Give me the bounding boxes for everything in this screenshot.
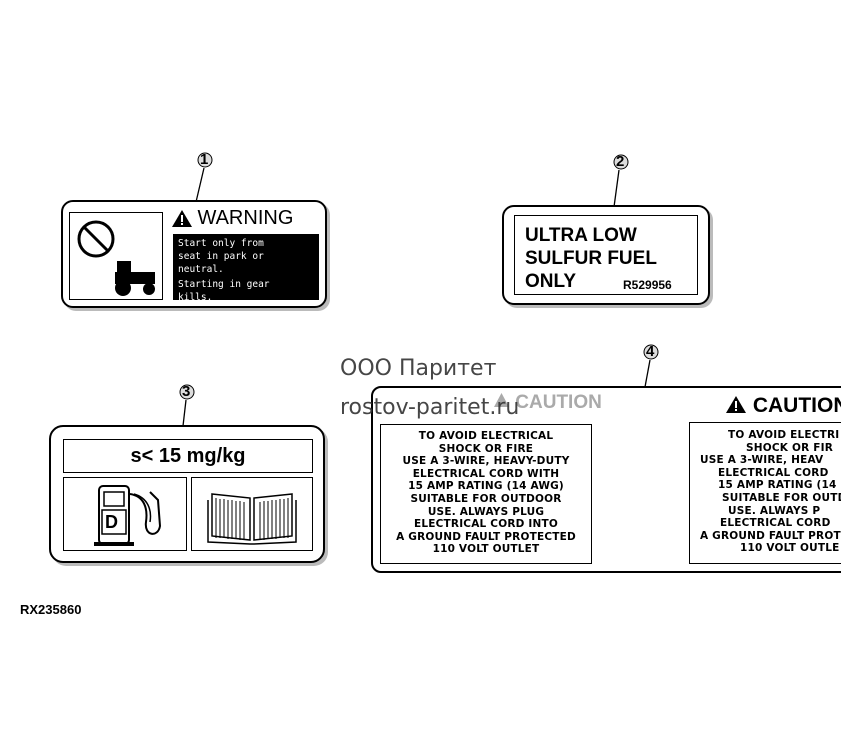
caution-right-line-10: 110 VOLT OUTLE: [740, 542, 840, 555]
caution-left-line-9: A GROUND FAULT PROTECTED: [396, 530, 576, 543]
warning-title-row: WARNING: [171, 208, 293, 228]
fuel-decal-inner: ULTRA LOW SULFUR FUEL ONLY R529956: [514, 215, 698, 295]
warning-line-5: kills.: [178, 292, 213, 303]
caution-left-line-7: USE. ALWAYS PLUG: [427, 505, 545, 518]
diesel-letter: D: [105, 512, 118, 532]
fuel-line-2: SULFUR FUEL: [525, 248, 657, 269]
fuel-pump-icon: [94, 485, 162, 546]
leader-line-2: [613, 169, 620, 208]
warning-line-2: seat in park or: [178, 251, 264, 262]
caution-right-line-8: ELECTRICAL CORD: [720, 517, 831, 530]
caution-left-line-5: 15 AMP RATING (14 AWG): [408, 480, 564, 493]
warning-message-box: Start only from seat in park or neutral.…: [173, 234, 319, 303]
caution-left-line-8: ELECTRICAL CORD INTO: [414, 518, 558, 531]
callout-1: 1: [200, 151, 209, 168]
operator-manual-icon: [207, 493, 297, 545]
warning-line-4: Starting in gear: [178, 279, 270, 290]
caution-right-line-2: SHOCK OR FIR: [746, 441, 834, 454]
leader-line-1: [195, 167, 205, 203]
caution-title-faint: CAUTION: [493, 392, 602, 414]
watermark-site: rostov-paritet.ru: [340, 395, 520, 420]
callout-circle-1: [197, 152, 213, 168]
part-number: R529956: [623, 278, 672, 292]
no-start-tractor-icon: [77, 220, 155, 296]
caution-left-line-4: ELECTRICAL CORD WITH: [412, 467, 560, 480]
manual-panel: [191, 477, 313, 551]
caution-left-line-3: USE A 3-WIRE, HEAVY-DUTY: [402, 455, 570, 468]
callout-circle-3: [179, 384, 195, 400]
callout-circle-2: [613, 154, 629, 170]
caution-message-box-right: TO AVOID ELECTRI SHOCK OR FIR USE A 3-WI…: [689, 422, 841, 564]
fuel-decal: ULTRA LOW SULFUR FUEL ONLY R529956: [502, 205, 710, 305]
caution-right-line-5: 15 AMP RATING (14: [718, 479, 837, 492]
warning-pictogram: [69, 212, 163, 300]
caution-right-line-9: A GROUND FAULT PROT: [700, 529, 841, 542]
sulfur-limit-text: s< 15 mg/kg: [130, 445, 246, 467]
warning-line-3: neutral.: [178, 264, 224, 275]
sulfur-limit-box: s< 15 mg/kg: [63, 439, 313, 473]
sulfur-limit-decal: s< 15 mg/kg D: [49, 425, 325, 563]
callout-circle-4: [643, 344, 659, 360]
figure-id: RX235860: [20, 602, 82, 617]
caution-left-line-6: SUITABLE FOR OUTDOOR: [410, 492, 562, 505]
warning-triangle-icon: [172, 210, 192, 227]
caution-left-line-2: SHOCK OR FIRE: [438, 442, 534, 455]
warning-line-1: Start only from: [178, 238, 264, 249]
callout-4: 4: [646, 343, 655, 360]
caution-triangle-faint-icon: [493, 392, 510, 408]
caution-right-line-7: USE. ALWAYS P: [728, 504, 821, 517]
caution-triangle-icon: [726, 396, 746, 413]
leader-line-4: [644, 359, 651, 388]
caution-right-line-6: SUITABLE FOR OUTD: [722, 491, 841, 504]
caution-right-line-4: ELECTRICAL CORD: [718, 466, 829, 479]
warning-title: WARNING: [197, 207, 294, 229]
caution-title-left: CAUTION: [515, 392, 602, 413]
leader-line-3: [182, 399, 187, 427]
caution-decal: CAUTION TO AVOID ELECTRICAL SHOCK OR FIR…: [371, 386, 841, 573]
warning-decal: WARNING Start only from seat in park or …: [61, 200, 327, 308]
caution-left-line-1: TO AVOID ELECTRICAL: [418, 430, 554, 442]
caution-right-line-3: USE A 3-WIRE, HEAV: [700, 454, 824, 467]
caution-right-line-1: TO AVOID ELECTRI: [728, 429, 840, 441]
watermark-company: ООО Паритет: [340, 356, 497, 381]
caution-message-box-left: TO AVOID ELECTRICAL SHOCK OR FIRE USE A …: [380, 424, 592, 564]
fuel-line-3: ONLY: [525, 271, 577, 292]
callout-2: 2: [616, 153, 625, 170]
caution-left-line-10: 110 VOLT OUTLET: [432, 543, 540, 556]
diesel-pump-panel: D: [63, 477, 187, 551]
callout-3: 3: [182, 383, 191, 400]
caution-title: CAUTION: [752, 394, 841, 417]
caution-title-row: CAUTION: [725, 394, 841, 418]
fuel-line-1: ULTRA LOW: [525, 225, 637, 246]
